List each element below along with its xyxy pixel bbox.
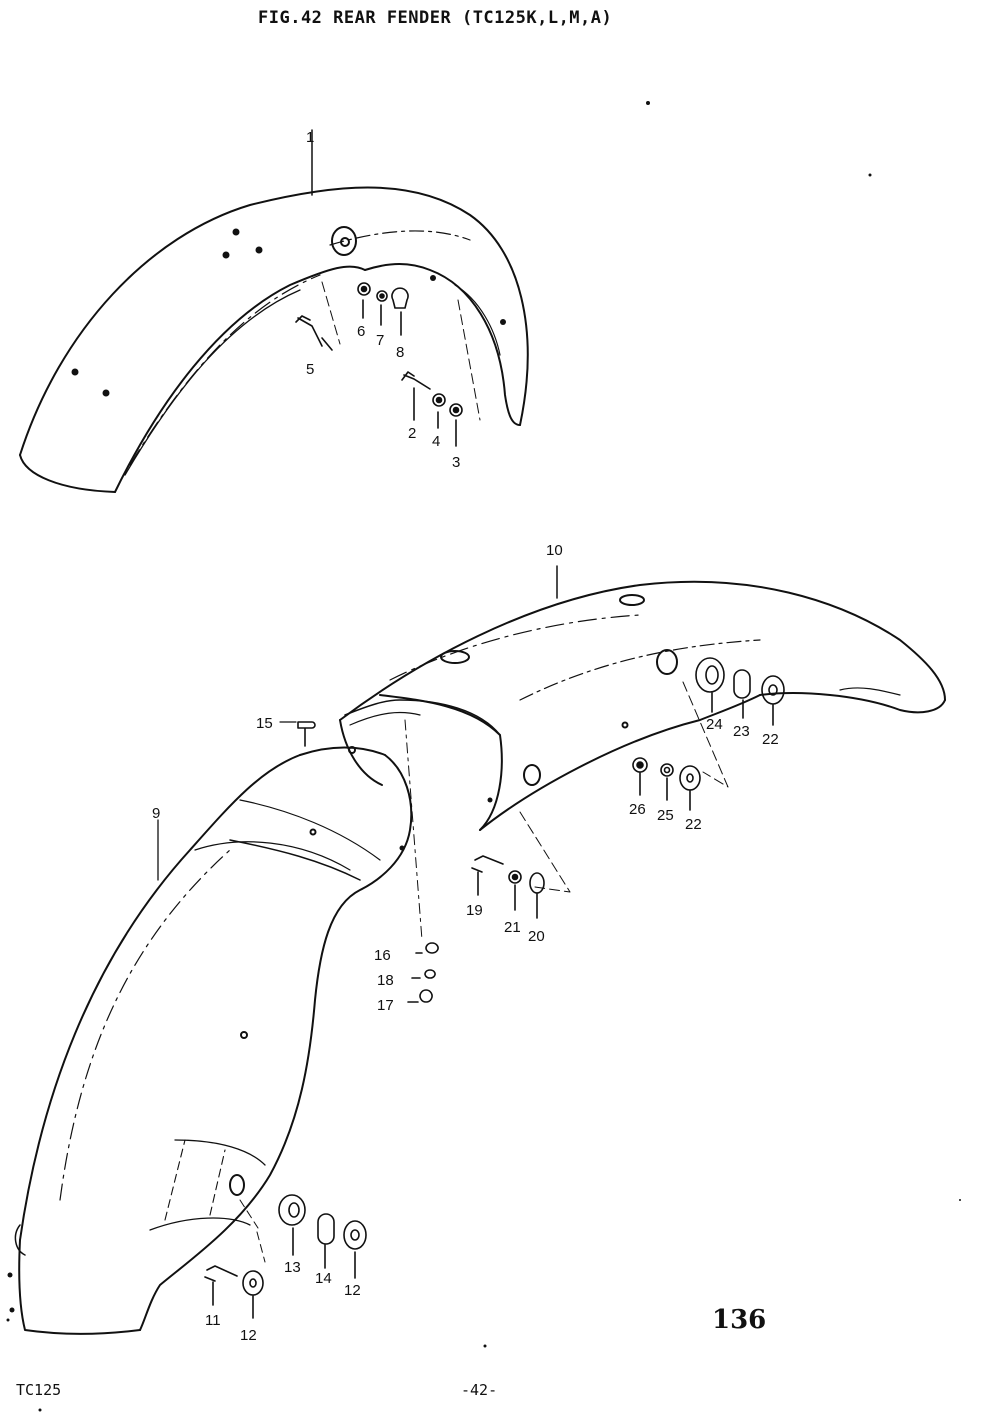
callout-12-upper: 12 — [344, 1282, 361, 1299]
callout-17: 17 — [377, 997, 394, 1014]
callout-1: 1 — [306, 129, 314, 146]
callout-26: 26 — [629, 801, 646, 818]
callout-23: 23 — [733, 723, 750, 740]
callout-2: 2 — [408, 425, 416, 442]
hardware-group-middle — [279, 657, 785, 941]
callout-4: 4 — [432, 433, 440, 450]
callout-6: 6 — [357, 323, 365, 340]
callout-11: 11 — [205, 1312, 221, 1329]
callout-22-upper: 22 — [762, 731, 779, 748]
callout-13: 13 — [284, 1259, 301, 1276]
callout-22-lower: 22 — [685, 816, 702, 833]
hardware-group-bottom — [204, 942, 439, 1319]
callout-10: 10 — [546, 542, 563, 559]
callout-labels: 1 2 3 4 5 6 7 8 9 10 11 12 12 13 14 15 1… — [152, 129, 779, 1344]
plate-number: 136 — [712, 1305, 767, 1335]
callout-12-lower: 12 — [240, 1327, 257, 1344]
callout-14: 14 — [315, 1270, 332, 1287]
page-number: -42- — [461, 1381, 498, 1399]
callout-19: 19 — [466, 902, 483, 919]
callout-8: 8 — [396, 344, 404, 361]
callout-5: 5 — [306, 361, 314, 378]
callout-9: 9 — [152, 805, 160, 822]
fender-part-10 — [339, 565, 946, 831]
callout-18: 18 — [377, 972, 394, 989]
callout-25: 25 — [657, 807, 674, 824]
figure-title: FIG.42 REAR FENDER (TC125K,L,M,A) — [258, 8, 613, 28]
hardware-group-top — [295, 281, 481, 447]
callout-15: 15 — [256, 715, 273, 732]
callout-20: 20 — [528, 928, 545, 945]
scan-artifacts — [6, 101, 961, 1412]
callout-3: 3 — [452, 454, 460, 471]
callout-7: 7 — [376, 332, 384, 349]
callout-16: 16 — [374, 947, 391, 964]
callout-24: 24 — [706, 716, 723, 733]
fender-part-1 — [19, 129, 529, 493]
fender-part-9 — [14, 746, 413, 1335]
model-code: TC125 — [16, 1381, 62, 1399]
callout-21: 21 — [504, 919, 521, 936]
